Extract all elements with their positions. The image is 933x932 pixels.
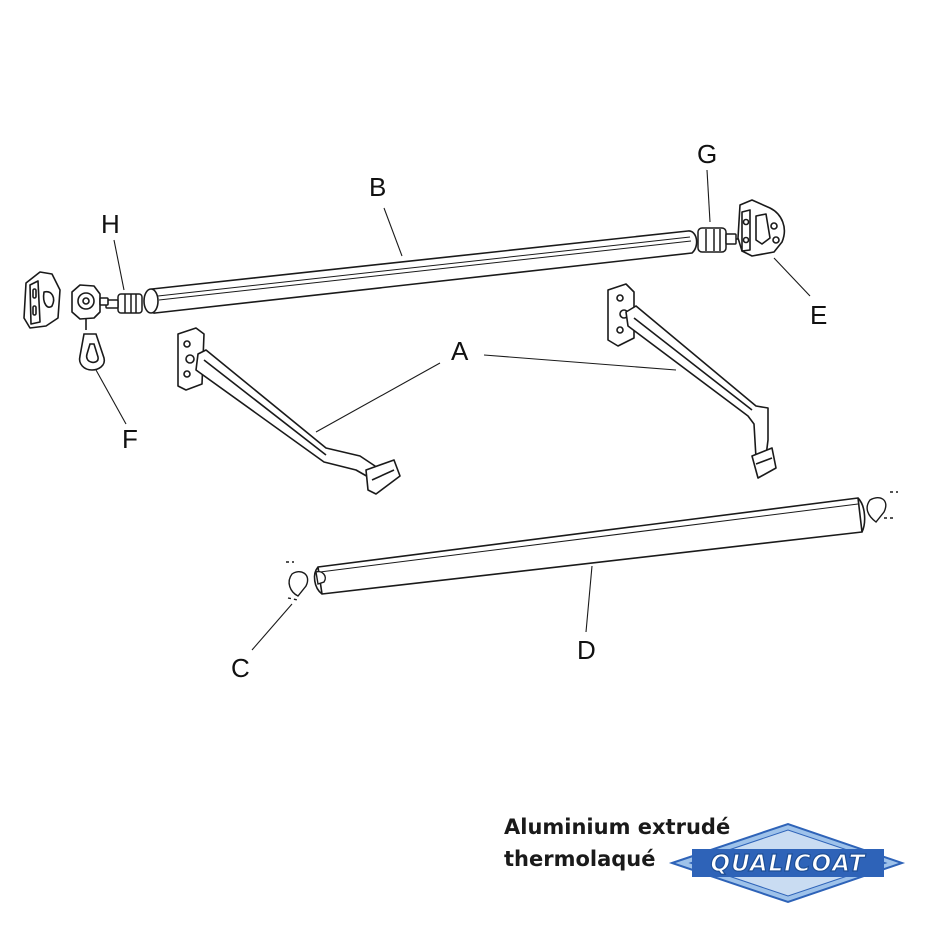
- leader-a-left: [315, 362, 441, 433]
- front-bar-left-end-cap: [286, 561, 326, 601]
- right-end-cap: [697, 227, 744, 253]
- front-bar: [313, 497, 866, 595]
- left-winding-gear: [71, 284, 109, 330]
- callout-b: B: [369, 172, 386, 202]
- leader-lines: [95, 169, 811, 651]
- crank-eye: [78, 333, 106, 371]
- leader-e: [773, 257, 811, 297]
- callout-c: C: [231, 653, 250, 683]
- leader-b: [383, 207, 403, 257]
- leader-f: [95, 369, 127, 425]
- leader-g: [706, 169, 711, 223]
- qualicoat-logo: QUALICOAT: [668, 822, 906, 904]
- material-caption-line-1: Aluminium extrudé: [504, 815, 731, 839]
- material-caption-line-2: thermolaqué: [504, 847, 656, 871]
- right-folding-arm: [607, 283, 777, 479]
- leader-d: [585, 565, 593, 633]
- left-folding-arm: [177, 327, 401, 495]
- callout-h: H: [101, 209, 120, 239]
- leader-c: [251, 603, 293, 651]
- callout-f: F: [122, 424, 138, 454]
- roller-tube: [143, 230, 698, 314]
- callout-e: E: [810, 300, 827, 330]
- right-support-bracket: [737, 199, 786, 257]
- front-bar-right-end-cap: [866, 491, 898, 523]
- leader-h: [113, 239, 125, 291]
- leader-a-right: [483, 354, 677, 371]
- callout-a: A: [451, 336, 469, 366]
- left-wall-bracket: [23, 271, 61, 329]
- logo-wordmark: QUALICOAT: [711, 851, 867, 877]
- callout-d: D: [577, 635, 596, 665]
- left-end-cap: [105, 293, 143, 314]
- callout-g: G: [697, 139, 717, 169]
